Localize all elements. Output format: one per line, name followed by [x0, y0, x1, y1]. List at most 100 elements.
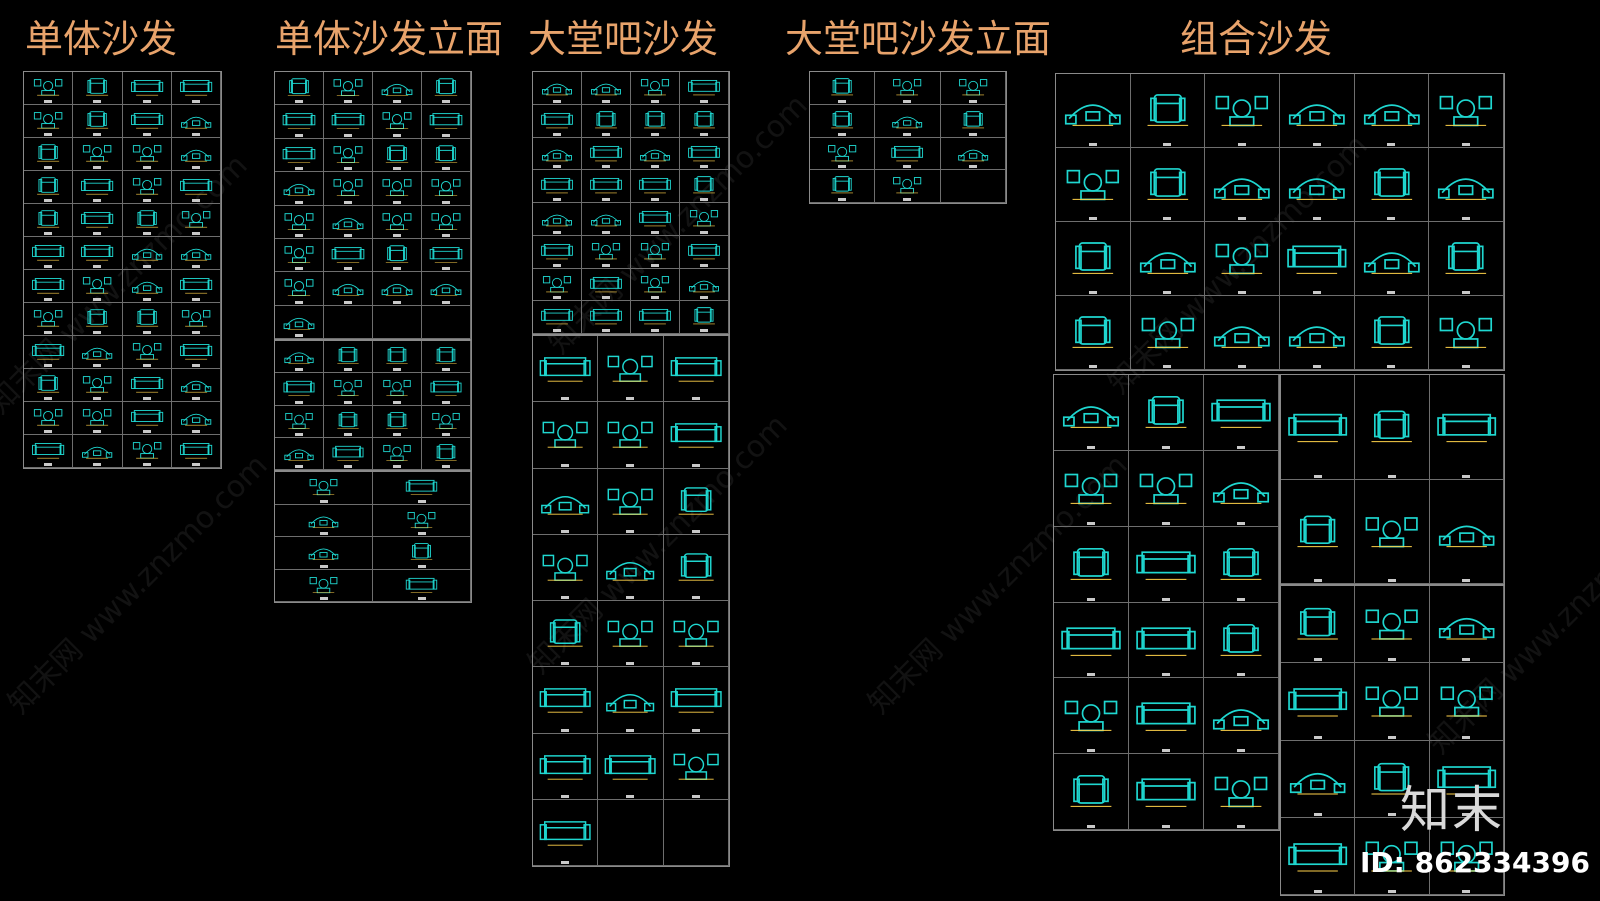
sofa-thumbnail [1355, 740, 1430, 818]
thumbnail-label-mark [142, 265, 151, 268]
sofa-thumbnail [422, 172, 471, 206]
thumbnail-label-mark [442, 200, 450, 204]
sofa-thumbnail [1129, 450, 1204, 527]
thumbnail-label-mark [393, 267, 401, 271]
thumbnail-label-mark [191, 100, 200, 103]
thumbnail-label-mark [838, 132, 847, 136]
furniture-drawing [1136, 702, 1196, 732]
sofa-thumbnail [373, 341, 422, 374]
furniture-drawing [32, 278, 65, 294]
sofa-thumbnail [73, 336, 123, 369]
furniture-drawing [86, 78, 109, 96]
sofa-thumbnail [875, 170, 941, 203]
furniture-drawing [284, 352, 314, 364]
thumbnail-label-mark [561, 463, 570, 467]
thumbnail-label-mark [626, 794, 635, 798]
furniture-drawing [1436, 413, 1496, 443]
furniture-drawing [86, 309, 109, 327]
sofa-thumbnail [73, 369, 123, 402]
thumbnail-label-mark [44, 133, 53, 136]
sofa-thumbnail [275, 437, 324, 470]
sofa-thumbnail [275, 504, 373, 537]
thumbnail-label-mark [651, 99, 659, 103]
thumbnail-label-mark [1312, 217, 1321, 220]
furniture-drawing [285, 412, 313, 429]
furniture-drawing [1365, 516, 1419, 547]
thumbnail-label-mark [319, 532, 328, 535]
furniture-drawing [386, 411, 408, 429]
furniture-drawing [1371, 168, 1412, 200]
furniture-drawing [431, 212, 461, 230]
sofa-thumbnail [275, 405, 324, 438]
thumbnail-label-mark [1462, 658, 1471, 662]
thumbnail-label-mark [1162, 749, 1170, 753]
thumbnail-label-mark [626, 662, 635, 666]
furniture-drawing [607, 488, 654, 515]
sofa-thumbnail [680, 104, 729, 138]
thumbnail-label-mark [93, 430, 102, 433]
sofa-thumbnail [1429, 74, 1504, 148]
sofa-thumbnail [1429, 375, 1504, 480]
sofa-thumbnail [631, 104, 680, 138]
thumbnail-label-mark [93, 265, 102, 268]
furniture-drawing [179, 80, 212, 96]
thumbnail-label-mark [442, 100, 450, 104]
logo: 知末 [1400, 781, 1504, 839]
sofa-thumbnail [1204, 602, 1279, 679]
furniture-drawing [410, 543, 433, 560]
furniture-drawing [284, 279, 314, 297]
furniture-drawing [430, 284, 462, 297]
sofa-thumbnail [1054, 678, 1129, 755]
thumbnail-label-mark [1312, 291, 1321, 294]
furniture-drawing [135, 309, 158, 327]
sofa-thumbnail [324, 205, 373, 239]
furniture-drawing [678, 552, 714, 581]
furniture-drawing [539, 357, 591, 382]
sofa-thumbnail [422, 238, 471, 273]
thumbnail-label-mark [1387, 735, 1396, 739]
thumbnail-label-mark [651, 132, 659, 136]
furniture-drawing [673, 753, 719, 780]
sofa-thumbnail [171, 435, 221, 468]
sofa-thumbnail [73, 171, 123, 204]
furniture-drawing [333, 179, 363, 197]
thumbnail-label-mark [1162, 825, 1170, 828]
furniture-drawing [828, 144, 857, 161]
furniture-drawing [1297, 607, 1338, 640]
furniture-drawing [283, 183, 315, 196]
furniture-drawing [644, 110, 666, 128]
thumbnail-label-mark [442, 465, 450, 468]
furniture-drawing [541, 309, 573, 325]
sofa-thumbnail [1205, 148, 1280, 222]
furniture-drawing [132, 442, 161, 459]
thumbnail-label-mark [442, 133, 450, 137]
thumbnail-label-mark [295, 267, 303, 271]
thumbnail-label-mark [700, 329, 708, 332]
furniture-drawing [32, 443, 65, 459]
furniture-drawing [893, 177, 922, 194]
sofa-thumbnail [533, 301, 582, 334]
sofa-thumbnail [275, 569, 373, 602]
furniture-drawing [1438, 525, 1495, 547]
sofa-thumbnail [422, 72, 471, 106]
thumbnail-label-mark [553, 198, 561, 201]
sofa-thumbnail [533, 137, 582, 171]
thumbnail-label-mark [393, 400, 401, 404]
sofa-thumbnail [1204, 754, 1279, 830]
furniture-drawing [1070, 775, 1112, 808]
furniture-drawing [284, 246, 314, 263]
thumbnail-label-mark [344, 400, 352, 404]
thumbnail-label-mark [1313, 579, 1322, 582]
thumbnail-label-mark [93, 232, 102, 235]
thumbnail-label-mark [1162, 673, 1170, 677]
sofa-thumbnail [810, 137, 876, 171]
thumbnail-label-mark [1162, 597, 1170, 601]
thumbnail-label-mark [93, 166, 102, 169]
sofa-thumbnail [680, 301, 729, 334]
thumbnail-label-mark [1462, 890, 1471, 893]
sofa-thumbnail [1130, 148, 1206, 222]
thumbnail-label-mark [295, 465, 303, 468]
furniture-drawing [434, 145, 458, 163]
furniture-drawing [332, 284, 364, 297]
thumbnail-label-mark [561, 728, 570, 732]
